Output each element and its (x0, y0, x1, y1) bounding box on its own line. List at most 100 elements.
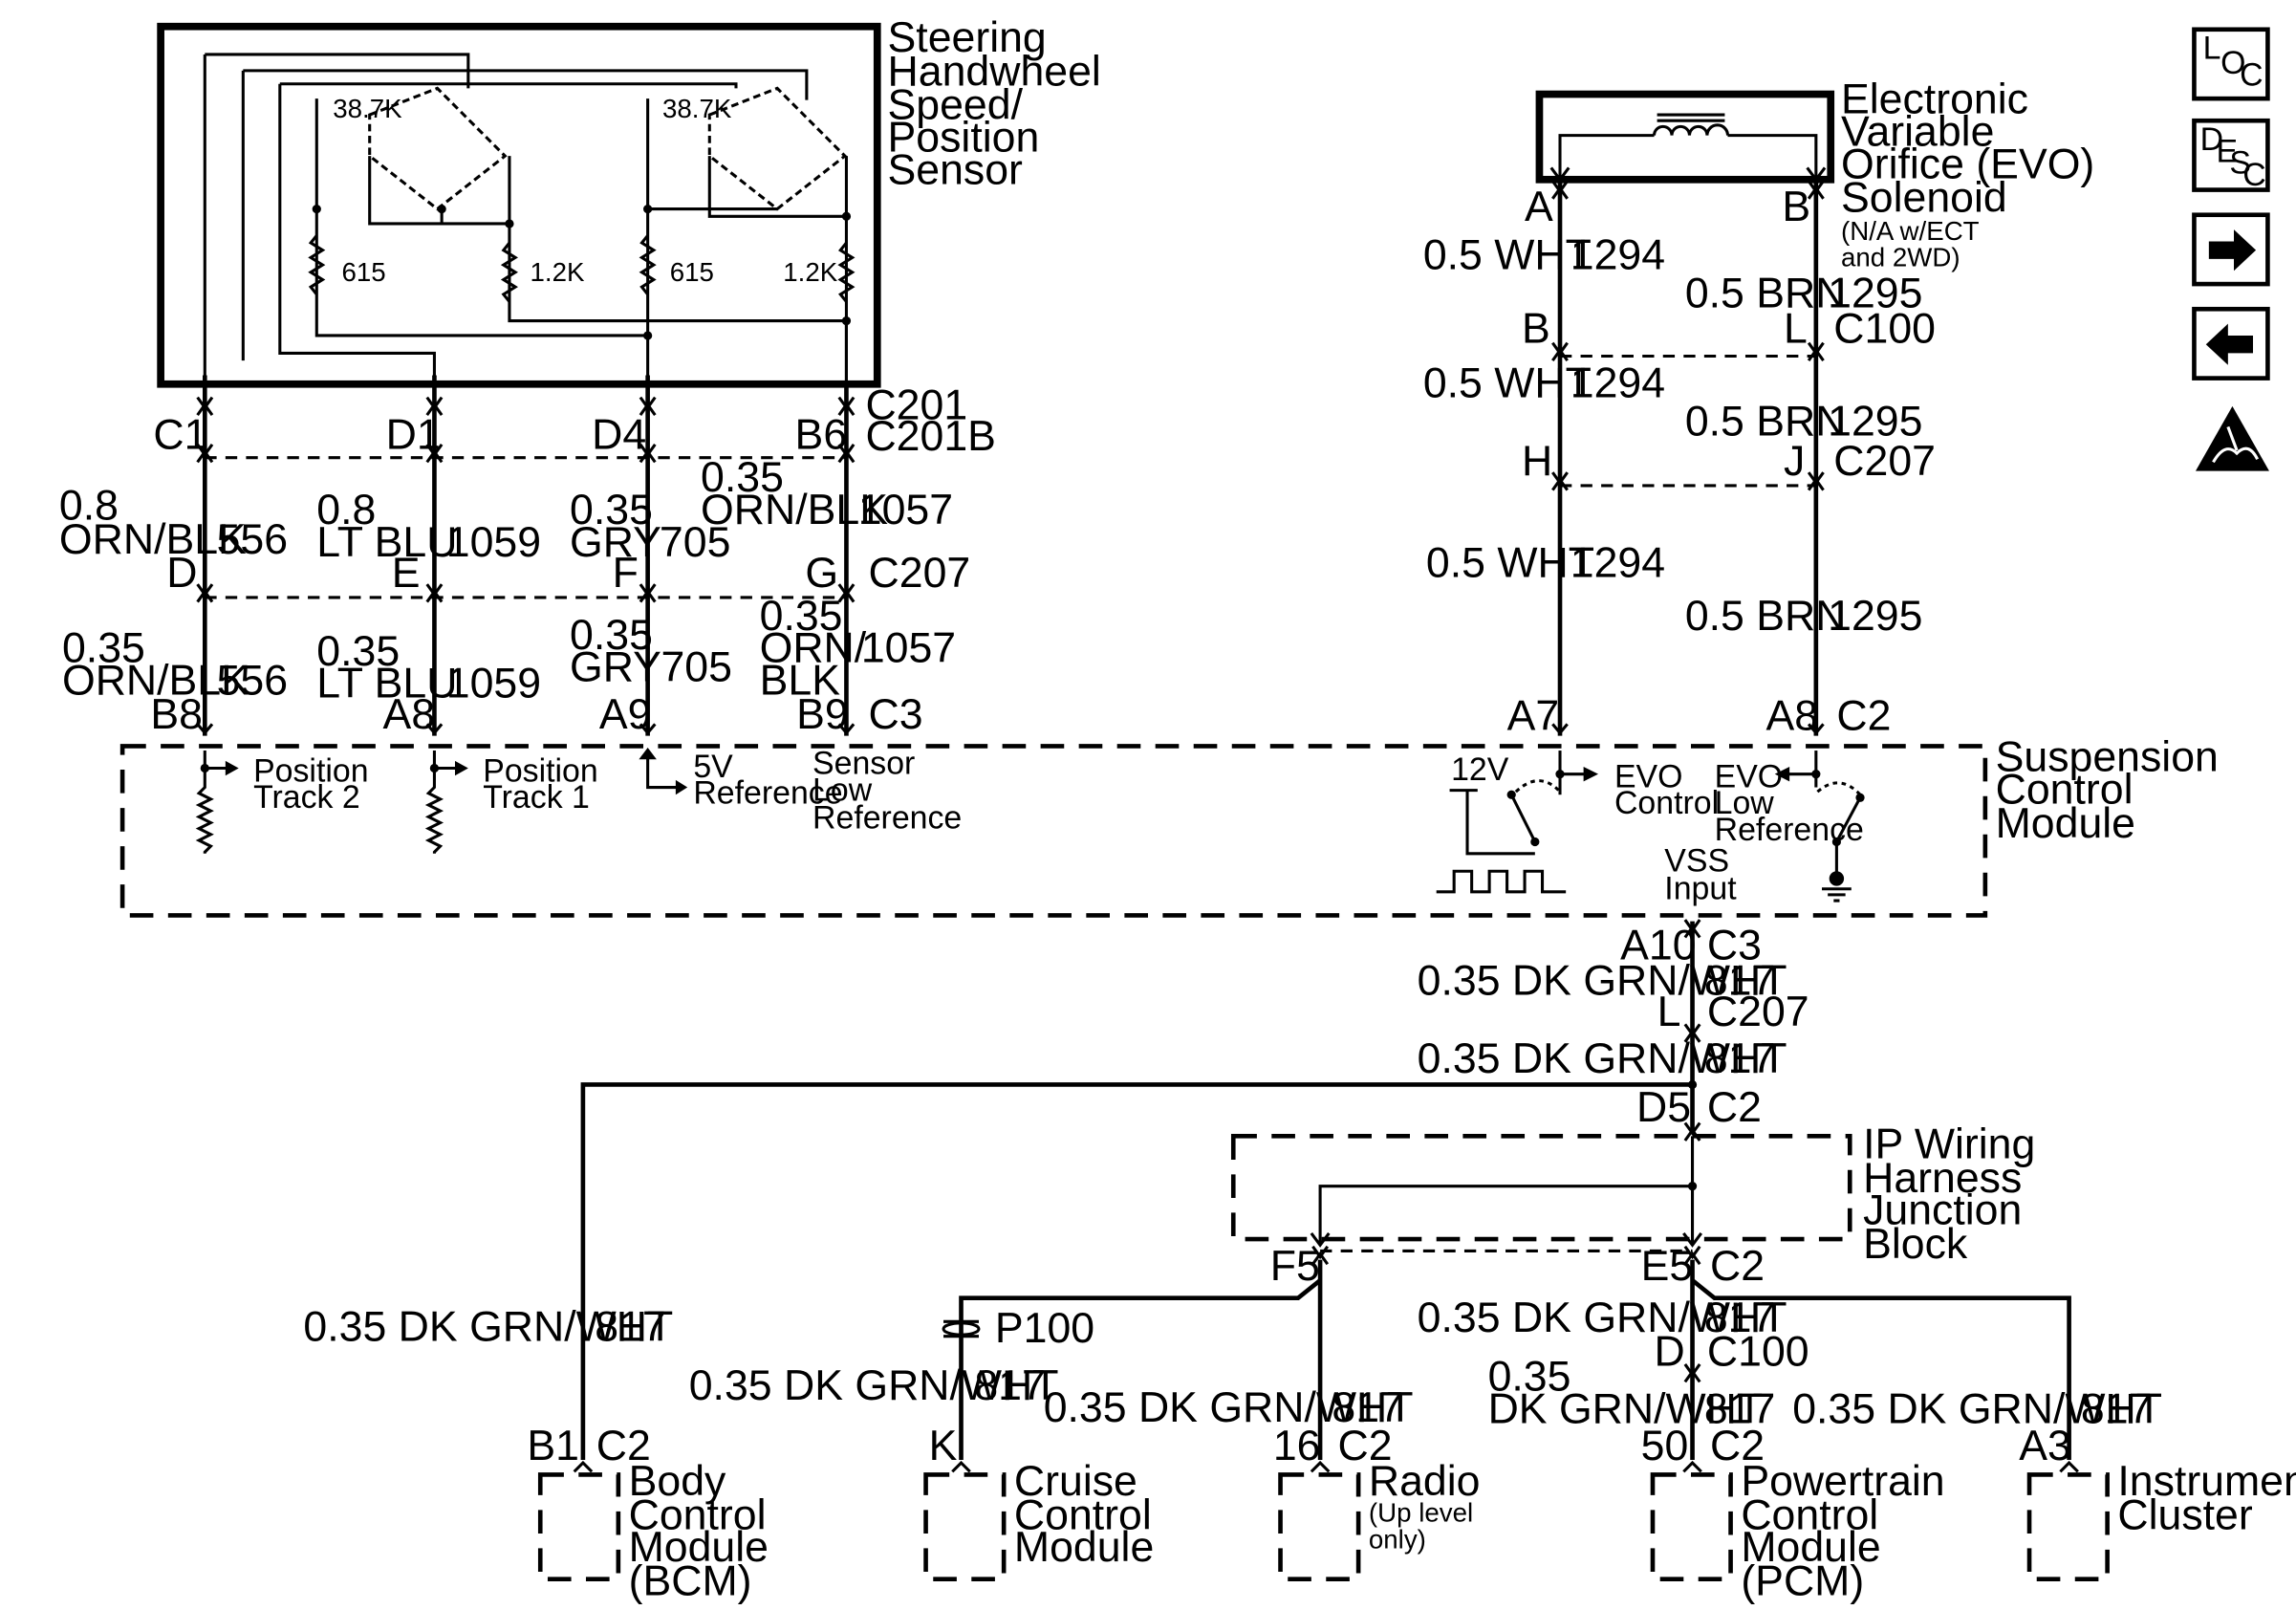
arrow-left-icon[interactable] (2192, 306, 2270, 381)
suspension-control-module: Suspension Control Module Position Track… (119, 734, 2219, 918)
signal-label: EVO (1614, 759, 1683, 795)
signal-label: VSS (1664, 842, 1729, 879)
wire-color: 0.5 BRN (1685, 593, 1847, 640)
module-name-line: (PCM) (1741, 1558, 1864, 1605)
sensor-wiring: C1 D1 D4 B6 C201 C201B 0.8 ORN/BLK 556 0… (59, 375, 996, 738)
resistor-label: 615 (341, 257, 385, 287)
connector-label: C100 (1707, 1328, 1809, 1375)
wire-color: ORN/ (760, 625, 867, 672)
sensor-name-line: Steering (888, 14, 1047, 61)
pin-label: D (1655, 1328, 1685, 1375)
arrow-right-icon[interactable] (2192, 212, 2270, 287)
signal-label: 5V (693, 749, 733, 785)
signal-label: Position (483, 752, 597, 789)
pin-label: B8 (150, 691, 203, 738)
connector-c207-sensor: D E F G C207 (166, 550, 970, 597)
coil-symbol (1652, 123, 1730, 136)
ic-box (2026, 1472, 2110, 1581)
module-bcm: B1 C2 Body Control Module (BCM) (527, 1423, 769, 1605)
pin-label: B9 (796, 691, 849, 738)
pin-label: A10 (1620, 923, 1696, 969)
wire-circuit: 817 (2081, 1386, 2152, 1433)
description-icon[interactable]: D E S C (2192, 118, 2270, 193)
module-instrument-cluster: A3 Instrument Cluster (2019, 1423, 2296, 1581)
pin-label: B1 (527, 1423, 579, 1469)
wire-color: 0.35 DK GRN/WHT (1792, 1386, 2162, 1433)
wire-color: 0.35 DK GRN/WHT (1418, 1035, 1787, 1082)
vss-circuit: A10 C3 0.35 DK GRN/WHT 817 L C207 0.35 D… (303, 918, 2162, 1460)
wire-color: 0.5 BRN (1685, 271, 1847, 317)
module-note: only) (1369, 1524, 1426, 1554)
pin-label: 16 (1273, 1423, 1321, 1469)
wire-circuit: 817 (1704, 958, 1775, 1005)
resistor-symbol (308, 234, 326, 295)
evo-solenoid: Electronic Variable Orifice (EVO) Soleno… (1423, 76, 2094, 740)
evo-name-line: Orifice (EVO) (1841, 141, 2094, 187)
wire-gauge: 0.35 (570, 487, 653, 533)
wire-color: 0.35 DK GRN/WHT (1044, 1384, 1414, 1431)
module-name-line: Module (629, 1524, 769, 1571)
ip-junction-block: IP Wiring Harness Junction Block (1230, 1120, 2035, 1268)
wire-circuit: 1295 (1828, 271, 1922, 317)
signal-label: Low (812, 772, 873, 808)
resistor-label: 615 (670, 257, 714, 287)
icon-glyph: D (2200, 121, 2223, 158)
module-name-line: Radio (1369, 1458, 1481, 1505)
wire-gauge: 0.8 (316, 487, 376, 533)
module-name-line: Instrument (2117, 1458, 2296, 1505)
wire-gauge: 0.35 (316, 628, 400, 675)
pin-label: D1 (386, 411, 441, 458)
wire-color: ORN/BLK (701, 487, 888, 533)
signal-label: Reference (693, 774, 842, 811)
connector-c201: C1 D1 D4 B6 C201 C201B (153, 382, 995, 460)
wire-color: 0.5 WHT (1426, 539, 1594, 586)
signal-label: Input (1664, 871, 1737, 907)
connector-label: C2 (1710, 1243, 1765, 1290)
wire-color: GRY (570, 519, 661, 566)
wire-labels-lower: 0.35 ORN/BLK 556 0.35 LT BLU 1059 0.35 G… (62, 593, 956, 707)
ground-icon (1829, 871, 1845, 886)
wire-color: DK GRN/WHT (1488, 1386, 1764, 1433)
wire-circuit: 1294 (1570, 360, 1665, 407)
pin-label: E5 (1641, 1243, 1694, 1290)
pin-label: A8 (1766, 692, 1819, 739)
pin-label: L (1657, 989, 1681, 1035)
wire-color: 0.35 DK GRN/WHT (689, 1362, 1059, 1409)
sensor-box (157, 22, 881, 388)
wire-gauge: 0.35 (570, 612, 653, 659)
signal-label: Position (253, 752, 368, 789)
wire-color: GRY (570, 644, 661, 691)
connector-label: C2 (1836, 692, 1891, 739)
module-note: (Up level (1369, 1498, 1473, 1528)
evo-name-line: Electronic (1841, 76, 2028, 123)
pin-label: C1 (153, 411, 207, 458)
resistor-symbol (500, 242, 519, 303)
wire-circuit: 817 (1704, 1386, 1775, 1433)
wire-gauge: 0.35 (62, 625, 145, 672)
wire-circuit: 817 (974, 1362, 1045, 1409)
pin-label: K (929, 1423, 958, 1469)
radio-box (1278, 1472, 1361, 1581)
pin-label: A9 (599, 691, 652, 738)
signal-label: Track 2 (253, 779, 360, 816)
wire-color: LT BLU (316, 519, 457, 566)
scm-box (119, 744, 1988, 918)
signal-label: Low (1715, 785, 1775, 821)
wire-color: BLK (760, 658, 841, 705)
wire-color: 0.35 DK GRN/WHT (1418, 958, 1787, 1005)
ipjb-name-line: Block (1863, 1221, 1968, 1268)
module-name-line: Module (1741, 1524, 1880, 1571)
icon-glyph: L (2203, 31, 2221, 67)
wire-circuit: 1057 (861, 625, 956, 672)
connector-label: C2 (1710, 1423, 1765, 1469)
pin-label: A (1525, 184, 1553, 230)
location-icon[interactable]: L O C (2192, 27, 2270, 101)
module-name-line: Control (1014, 1491, 1152, 1538)
splice-p100: P100 (942, 1305, 1094, 1352)
wire-circuit: 1059 (446, 661, 541, 707)
wire-gauge: 0.8 (59, 482, 119, 529)
evo-name: Electronic Variable Orifice (EVO) Soleno… (1841, 76, 2094, 272)
wire-circuit: 1295 (1828, 399, 1922, 446)
pin-label: A7 (1507, 692, 1560, 739)
wire-color: 0.35 DK GRN/WHT (303, 1303, 673, 1350)
